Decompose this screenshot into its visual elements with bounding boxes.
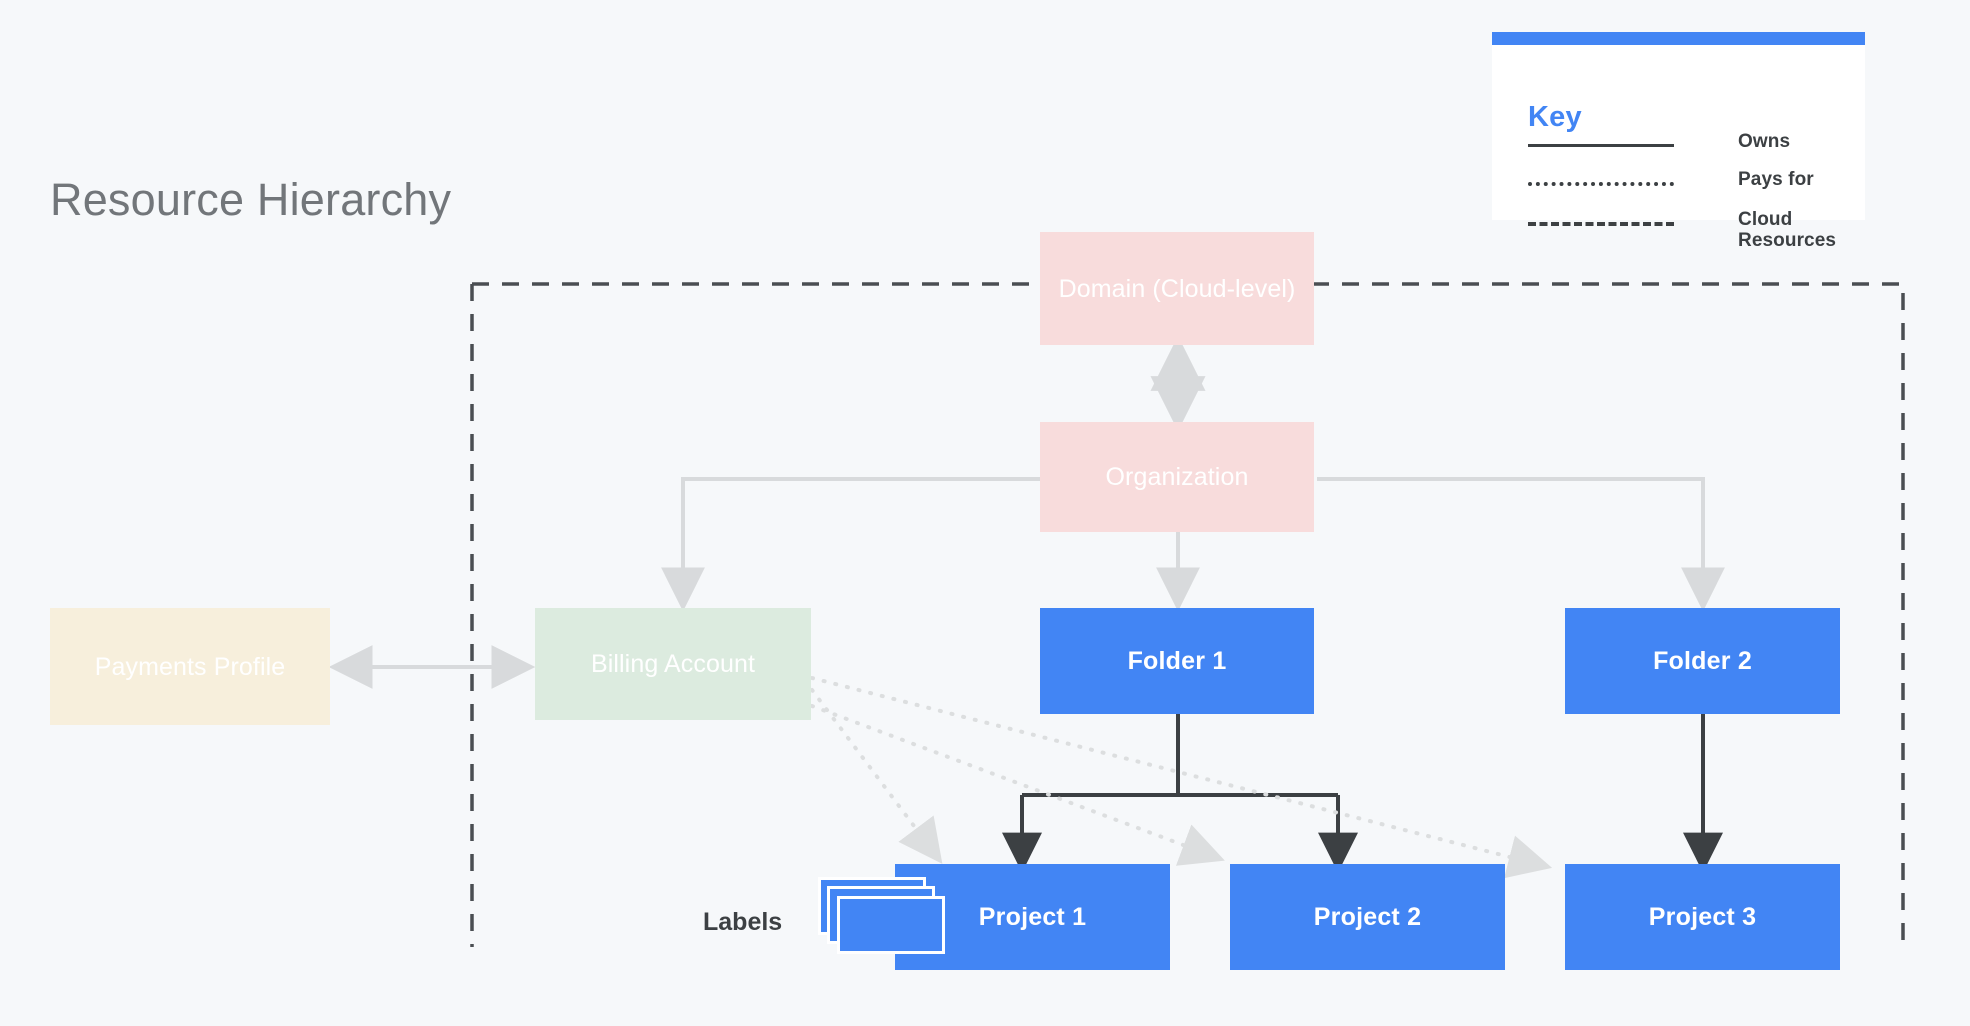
node-folder2[interactable]: Folder 2 bbox=[1565, 608, 1840, 714]
label-card-front bbox=[837, 896, 945, 954]
edge-billing-account-project2 bbox=[810, 704, 1225, 866]
node-project3[interactable]: Project 3 bbox=[1565, 864, 1840, 970]
key-label-owns: Owns bbox=[1738, 131, 1791, 152]
node-folder2-label: Folder 2 bbox=[1653, 647, 1752, 675]
edge-organization-folder2 bbox=[1317, 477, 1725, 612]
key-label-pays-for: Pays for bbox=[1738, 169, 1814, 190]
node-billing-account-label: Billing Account bbox=[590, 650, 756, 678]
key-row-cloud-resources: Cloud Resources bbox=[1528, 209, 1858, 250]
key-accent-bar bbox=[1492, 32, 1865, 45]
key-label-cloud-resources: Cloud Resources bbox=[1738, 209, 1837, 251]
node-payments-profile[interactable]: Payments Profile bbox=[50, 608, 330, 725]
labels-stack-icon[interactable] bbox=[818, 877, 946, 955]
node-organization-label: Organization bbox=[1105, 463, 1249, 491]
labels-group-text: Labels bbox=[703, 908, 783, 936]
edge-billing-account-project1 bbox=[810, 688, 943, 864]
key-row-owns: Owns bbox=[1528, 131, 1858, 162]
node-folder1-label: Folder 1 bbox=[1127, 647, 1227, 675]
key-legend-card: Key Owns Pays for Cloud Resources bbox=[1492, 32, 1865, 250]
edge-organization-billing-account bbox=[661, 477, 1040, 612]
key-row-pays-for: Pays for bbox=[1528, 169, 1858, 200]
node-project2-label: Project 2 bbox=[1313, 903, 1422, 931]
node-folder1[interactable]: Folder 1 bbox=[1040, 608, 1314, 714]
key-line-dashed-icon bbox=[1528, 222, 1674, 226]
node-billing-account[interactable]: Billing Account bbox=[535, 608, 811, 720]
node-project1-label: Project 1 bbox=[978, 903, 1087, 931]
node-payments-profile-label: Payments Profile bbox=[94, 652, 286, 681]
key-line-solid-icon bbox=[1528, 144, 1674, 147]
node-project3-label: Project 3 bbox=[1648, 903, 1757, 931]
key-line-dotted-icon bbox=[1528, 182, 1674, 186]
node-domain[interactable]: Domain (Cloud-level) bbox=[1040, 232, 1314, 345]
node-domain-label: Domain (Cloud-level) bbox=[1058, 274, 1296, 303]
edge-folder1-children-trunk bbox=[1022, 714, 1338, 797]
node-project2[interactable]: Project 2 bbox=[1230, 864, 1505, 970]
key-title: Key bbox=[1528, 101, 1582, 133]
node-organization[interactable]: Organization bbox=[1040, 422, 1314, 532]
page-title: Resource Hierarchy bbox=[50, 174, 452, 225]
